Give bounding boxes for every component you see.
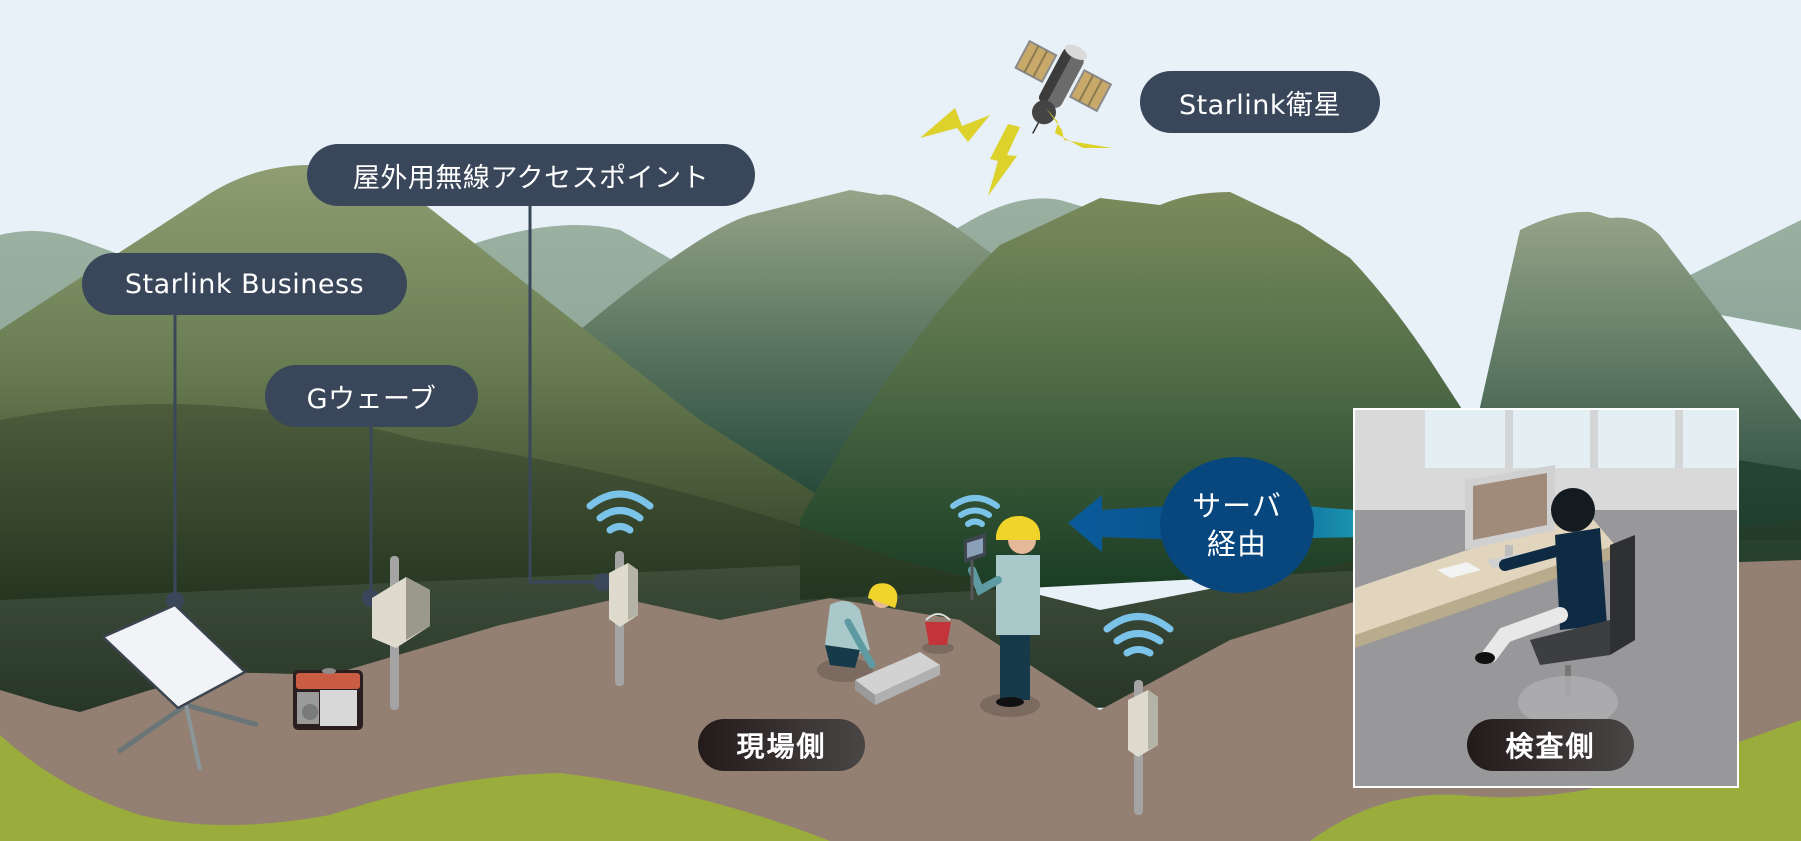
paper <box>1437 562 1481 578</box>
server-label-line2: 経由 <box>1206 527 1267 561</box>
server-label-line1: サーバ <box>1192 489 1282 523</box>
concrete-blocks <box>855 652 940 705</box>
wifi-icon <box>950 495 1000 527</box>
office-chair-icon <box>1518 535 1635 728</box>
label-site-side: 現場側 <box>698 719 865 771</box>
label-starlink-satellite: Starlink衛星 <box>1140 71 1380 133</box>
inspection-illustration <box>1355 410 1737 786</box>
server-badge: サーバ 経由 <box>1160 457 1314 593</box>
worker-icon <box>817 583 898 682</box>
wifi-icon <box>1103 613 1174 657</box>
label-outdoor-access-point: 屋外用無線アクセスポイント <box>307 144 755 206</box>
label-gwave: Gウェーブ <box>265 365 478 427</box>
grass <box>0 735 830 841</box>
lightning-icon <box>920 108 1112 196</box>
access-point-icon <box>609 551 638 686</box>
grass <box>1310 720 1801 841</box>
label-inspection-side: 検査側 <box>1467 719 1634 771</box>
leader-lines <box>173 205 603 600</box>
desk <box>1355 545 1615 648</box>
inspector-icon <box>1475 488 1607 664</box>
access-point-icon <box>1128 680 1158 815</box>
starlink-dish-icon <box>101 603 259 771</box>
tablet-icon <box>964 533 986 600</box>
ground-path <box>0 560 1801 841</box>
generator-icon <box>293 668 363 730</box>
wifi-icon <box>586 490 654 534</box>
label-starlink-business: Starlink Business <box>82 253 407 315</box>
gwave-antenna-icon <box>372 556 430 710</box>
worker-icon <box>968 515 1041 717</box>
satellite-icon <box>1014 39 1113 134</box>
bucket-icon <box>922 613 954 654</box>
